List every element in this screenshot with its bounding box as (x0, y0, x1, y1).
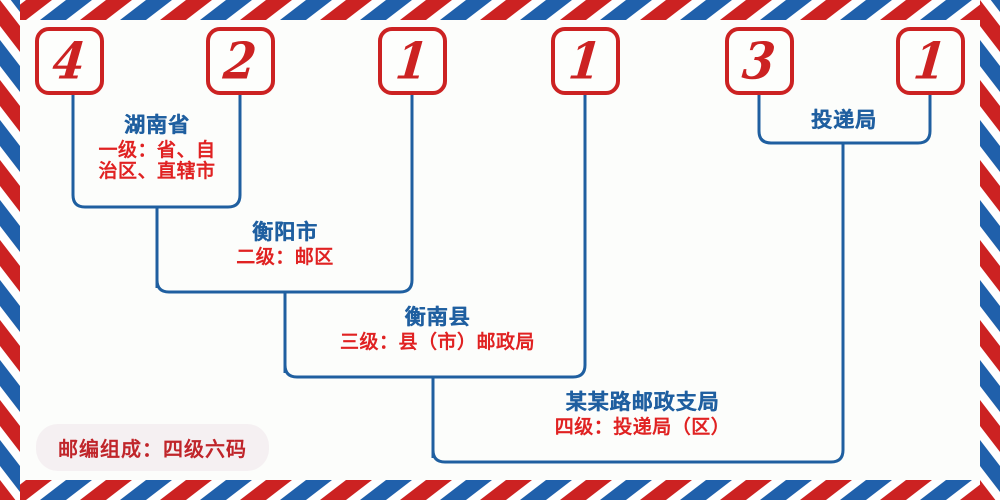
digit-box-2[interactable]: 2 (206, 27, 275, 95)
digit-box-4[interactable]: 1 (551, 27, 620, 95)
digit-glyph-2: 2 (221, 31, 260, 91)
level-4-label: 某某路邮政支局 四级：投递局（区） (500, 390, 785, 438)
digit-glyph-1: 4 (50, 31, 89, 91)
digit-box-1[interactable]: 4 (35, 27, 104, 95)
delivery-office-label: 投递局 (774, 108, 914, 132)
digit-glyph-6: 1 (911, 31, 950, 91)
level-4-title: 某某路邮政支局 (565, 389, 720, 414)
level-1-subtitle: 一级：省、自 治区、直辖市 (82, 138, 232, 183)
level-3-subtitle-line-1: 三级：县（市）邮政局 (339, 330, 535, 353)
level-1-subtitle-line-1: 一级：省、自 (98, 138, 216, 161)
digit-box-5[interactable]: 3 (725, 27, 794, 95)
delivery-office-title: 投递局 (811, 107, 877, 132)
envelope-paper-field (20, 20, 980, 480)
level-2-label: 衡阳市 二级：邮区 (190, 220, 380, 268)
legend-pill-text: 邮编组成：四级六码 (58, 437, 247, 461)
level-3-label: 衡南县 三级：县（市）邮政局 (315, 305, 560, 353)
digit-glyph-4: 1 (566, 31, 605, 91)
level-3-subtitle: 三级：县（市）邮政局 (315, 330, 560, 353)
level-4-subtitle-line-1: 四级：投递局（区） (554, 415, 731, 438)
digit-box-3[interactable]: 1 (378, 27, 447, 95)
level-2-title: 衡阳市 (252, 219, 318, 244)
digit-glyph-5: 3 (740, 31, 779, 91)
legend-pill: 邮编组成：四级六码 (36, 424, 269, 471)
level-4-subtitle: 四级：投递局（区） (500, 415, 785, 438)
digit-box-6[interactable]: 1 (896, 27, 965, 95)
level-2-subtitle: 二级：邮区 (190, 245, 380, 268)
level-1-title: 湖南省 (124, 112, 190, 137)
level-1-label: 湖南省 一级：省、自 治区、直辖市 (82, 113, 232, 182)
level-3-title: 衡南县 (404, 304, 471, 329)
level-1-subtitle-line-2: 治区、直辖市 (98, 159, 216, 182)
digit-glyph-3: 1 (393, 31, 432, 91)
level-2-subtitle-line-1: 二级：邮区 (236, 245, 334, 268)
